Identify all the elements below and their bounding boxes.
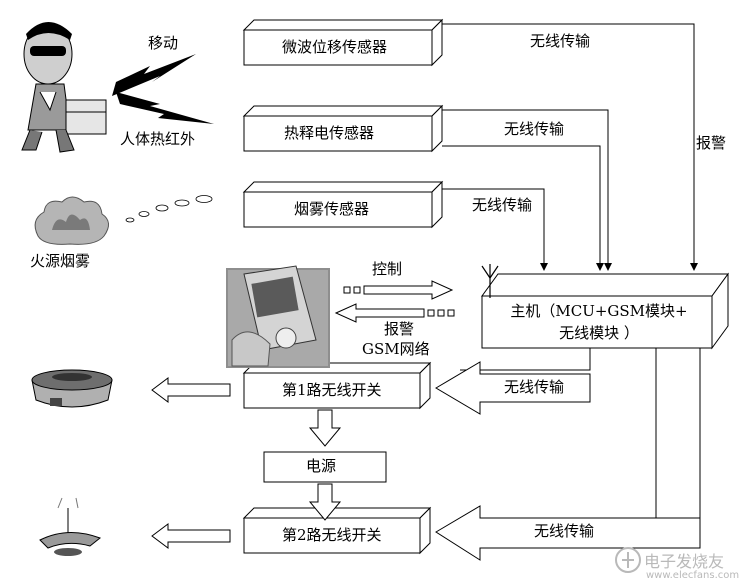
gsm-network-label: GSM网络 — [362, 340, 430, 358]
arrow-switch2-to-lamp — [151, 523, 231, 549]
fire-smoke-icon — [34, 196, 109, 245]
watermark-url: www.elecfans.com — [646, 570, 740, 581]
watermark-logo-icon — [615, 547, 641, 573]
fire-smoke-label: 火源烟雾 — [30, 252, 91, 270]
smoke-sensor-label: 烟雾传感器 — [294, 200, 370, 218]
rice-cooker-icon — [31, 369, 113, 408]
host-box — [481, 272, 729, 350]
watermark-cn: 电子发烧友 — [644, 552, 725, 571]
pyroelectric-sensor-label: 热释电传感器 — [284, 124, 375, 142]
host-label-line2: 无线模块 ） — [559, 324, 639, 342]
switch1-label: 第1路无线开关 — [282, 381, 382, 399]
power-label: 电源 — [306, 457, 337, 475]
microwave-sensor-box — [242, 18, 444, 67]
wireless-label-2: 无线传输 — [504, 120, 565, 138]
hollow-arrow-to-switch2 — [435, 505, 701, 561]
control-arrow — [343, 280, 454, 300]
switch2-box — [242, 506, 432, 555]
mobile-phone-icon — [226, 265, 330, 368]
host-label: 主机（MCU+GSM模块+ 无线模块 ） — [490, 300, 708, 344]
microwave-sensor-label: 微波位移传感器 — [282, 38, 388, 56]
intruder-icon — [21, 22, 107, 153]
hollow-arrow-to-switch1 — [435, 361, 591, 415]
alarm-right-label: 报警 — [696, 134, 727, 152]
wireless-label-3: 无线传输 — [472, 196, 533, 214]
down-arrow-power-switch2 — [308, 483, 342, 521]
control-label: 控制 — [372, 260, 403, 278]
body-ir-label: 人体热红外 — [120, 130, 196, 148]
host-label-line1: 主机（MCU+GSM模块+ — [510, 302, 688, 320]
alarm-label: 报警 — [384, 320, 415, 338]
wireless-label-1: 无线传输 — [530, 32, 591, 50]
arrow-switch1-to-cooker — [151, 377, 231, 403]
pyroelectric-sensor-box — [242, 104, 444, 153]
smoke-sensor-box — [242, 180, 444, 229]
wireless-label-4: 无线传输 — [504, 378, 565, 396]
wireless-label-5: 无线传输 — [534, 522, 595, 540]
antenna-icon — [481, 264, 499, 298]
lamp-icon — [39, 497, 101, 556]
wireless-lines — [442, 23, 701, 548]
lightning-bolt-icon — [112, 54, 214, 124]
alarm-arrow — [334, 303, 455, 323]
switch2-label: 第2路无线开关 — [282, 526, 382, 544]
smoke-puff-icon — [125, 195, 213, 223]
motion-label: 移动 — [148, 34, 179, 52]
down-arrow-switch1-power — [308, 409, 342, 447]
power-box — [263, 451, 387, 483]
